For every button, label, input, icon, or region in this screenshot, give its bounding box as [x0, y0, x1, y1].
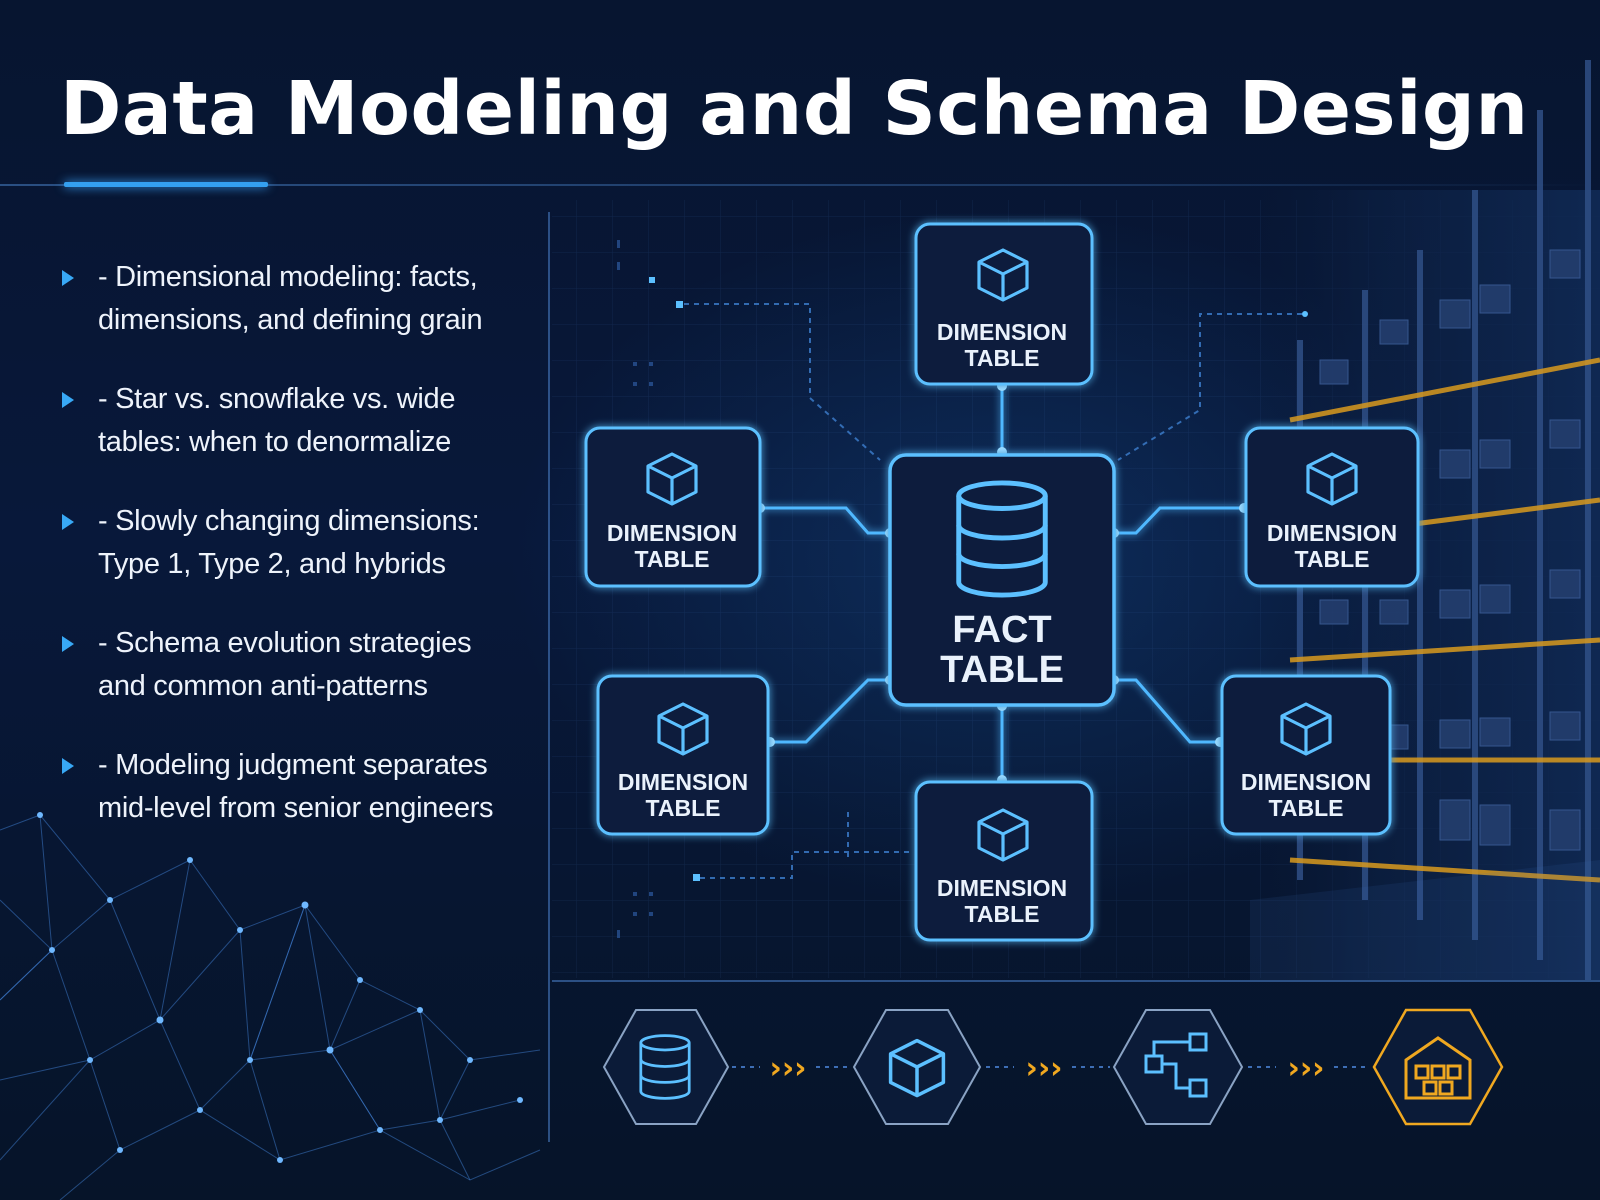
dimension-label-1: DIMENSION [937, 875, 1067, 901]
title-rule [0, 184, 1600, 186]
fact-table-label-1: FACT [952, 609, 1051, 651]
pipeline-step-cube[interactable] [852, 1009, 982, 1125]
dimension-label-1: DIMENSION [1241, 769, 1371, 795]
bullet-triangle-icon [62, 636, 74, 652]
title-accent-bar [64, 182, 268, 187]
slide-title: Data Modeling and Schema Design [60, 66, 1529, 152]
pipeline-arrow-icon: ››› [1025, 1051, 1062, 1086]
bullet-item: - Dimensional modeling: facts, dimension… [60, 256, 540, 342]
dimension-table-bottom-right[interactable]: DIMENSION TABLE [1220, 674, 1392, 836]
dimension-label-2: TABLE [1295, 546, 1370, 572]
hierarchy-icon [1144, 1032, 1208, 1098]
dimension-label-2: TABLE [635, 546, 710, 572]
pipeline-step-warehouse[interactable] [1372, 1008, 1504, 1126]
warehouse-icon [1404, 1036, 1472, 1100]
bullet-item: - Slowly changing dimensions: Type 1, Ty… [60, 500, 540, 586]
pipeline-arrow-icon: ››› [769, 1051, 806, 1086]
dimension-label-2: TABLE [965, 901, 1040, 927]
dimension-table-top[interactable]: DIMENSION TABLE [914, 222, 1094, 386]
bullet-text: - Modeling judgment separates mid-level … [98, 749, 494, 824]
dimension-table-bottom-left[interactable]: DIMENSION TABLE [596, 674, 770, 836]
decor-traces [684, 303, 1302, 879]
decor-dots [617, 240, 653, 938]
bullet-triangle-icon [62, 514, 74, 530]
bullet-text: - Schema evolution strategies and common… [98, 627, 472, 702]
dimension-label-1: DIMENSION [1267, 520, 1397, 546]
pipeline-step-database[interactable] [602, 1009, 730, 1125]
dimension-label-2: TABLE [646, 795, 721, 821]
pipeline-divider [552, 980, 1600, 982]
dimension-table-bottom[interactable]: DIMENSION TABLE [914, 780, 1094, 942]
pipeline-step-hierarchy[interactable] [1112, 1009, 1244, 1125]
bullet-item: - Modeling judgment separates mid-level … [60, 744, 540, 830]
warehouse-backdrop [1250, 60, 1600, 980]
pipeline-row: ››› ››› ››› [602, 1008, 1504, 1126]
pipeline-arrow-icon: ››› [1287, 1051, 1324, 1086]
bullet-triangle-icon [62, 270, 74, 286]
bullet-item: - Star vs. snowflake vs. wide tables: wh… [60, 378, 540, 464]
bullet-text: - Slowly changing dimensions: Type 1, Ty… [98, 505, 480, 580]
bullet-list: - Dimensional modeling: facts, dimension… [60, 256, 540, 866]
bullet-triangle-icon [62, 392, 74, 408]
dimension-table-right[interactable]: DIMENSION TABLE [1244, 426, 1420, 588]
dimension-label-2: TABLE [965, 345, 1040, 371]
dimension-label-1: DIMENSION [618, 769, 748, 795]
dimension-label-1: DIMENSION [937, 319, 1067, 345]
network-mesh-nodes [37, 812, 523, 1163]
bullet-text: - Dimensional modeling: facts, dimension… [98, 261, 483, 336]
dimension-label-2: TABLE [1269, 795, 1344, 821]
dimension-table-left[interactable]: DIMENSION TABLE [584, 426, 762, 588]
bullet-triangle-icon [62, 758, 74, 774]
fact-table-label-2: TABLE [940, 649, 1064, 691]
bullet-text: - Star vs. snowflake vs. wide tables: wh… [98, 383, 456, 458]
dimension-label-1: DIMENSION [607, 520, 737, 546]
schema-connectors [760, 386, 1244, 780]
decor-trace-ends [649, 277, 1308, 881]
fact-table-node[interactable]: FACT TABLE [888, 453, 1116, 707]
network-mesh [0, 814, 541, 1200]
bullet-item: - Schema evolution strategies and common… [60, 622, 540, 708]
column-divider [548, 212, 550, 1142]
